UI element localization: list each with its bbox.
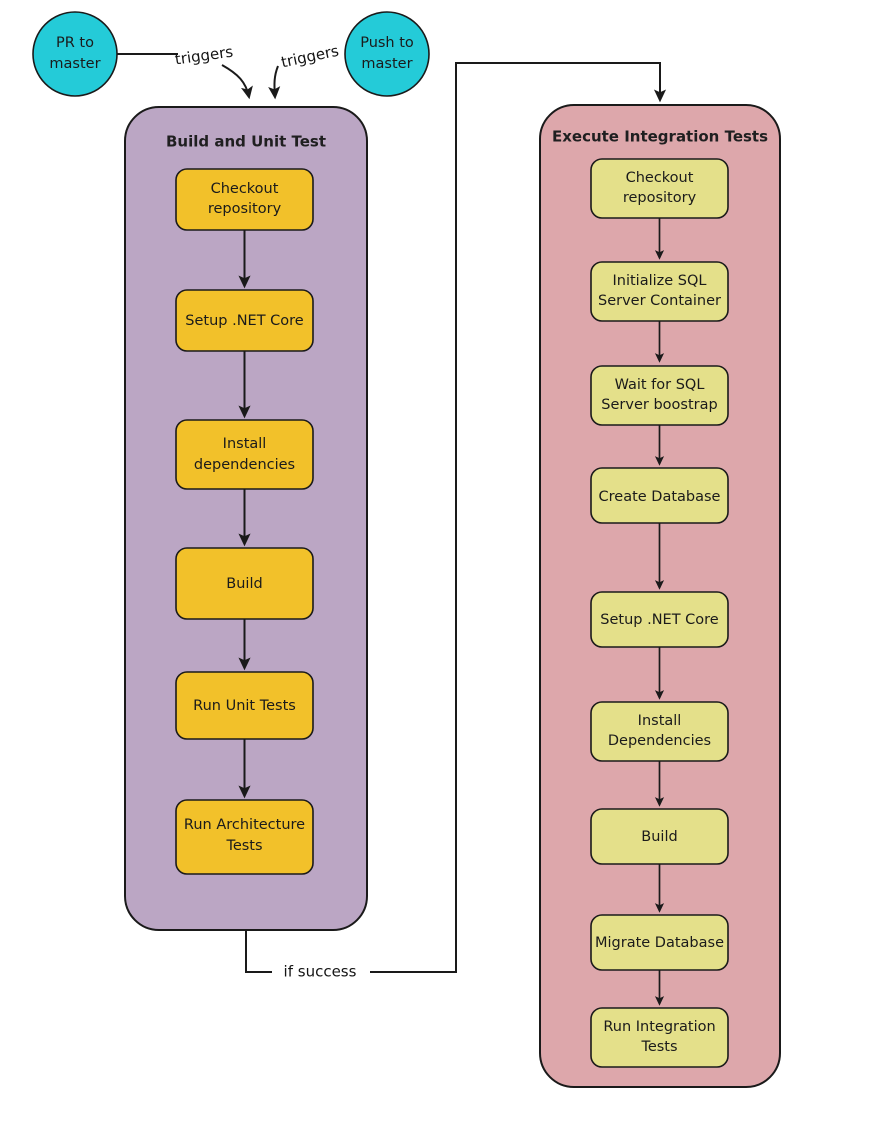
node-wait-for-sql-server-boostrap[interactable]: Wait for SQL Server boostrap — [590, 365, 729, 426]
node-label-line1: Wait for SQL — [615, 377, 705, 393]
edge-label-triggers-pr: triggers — [174, 42, 235, 68]
node-build[interactable]: Build — [175, 547, 314, 620]
node-label-line2: repository — [623, 190, 697, 206]
node-initialize-sql-server-container[interactable]: Initialize SQL Server Container — [590, 261, 729, 322]
node-label-line1: Build — [226, 576, 262, 592]
node-label-line1: Initialize SQL — [613, 273, 707, 289]
node-label-line1: Create Database — [599, 489, 721, 505]
trigger-label-line1: PR to — [56, 35, 94, 51]
node-label-line1: Migrate Database — [595, 935, 724, 951]
node-label-line2: Tests — [225, 838, 262, 854]
trigger-label-line2: master — [361, 56, 412, 72]
node-label-line1: Install — [638, 713, 682, 729]
node-migrate-database[interactable]: Migrate Database — [590, 914, 729, 971]
node-label-line1: Run Integration — [603, 1019, 715, 1035]
subgraph-build-title: Build and Unit Test — [166, 133, 326, 151]
node-shape — [590, 261, 729, 322]
node-setup-dotnet-core-2[interactable]: Setup .NET Core — [590, 591, 729, 648]
node-label-line1: Setup .NET Core — [600, 612, 719, 628]
subgraph-build-and-unit-test: Build and Unit Test Checkout repository … — [124, 106, 368, 931]
node-shape — [590, 701, 729, 762]
node-checkout-repository-2[interactable]: Checkout repository — [590, 158, 729, 219]
node-label-line1: Run Architecture — [184, 817, 305, 833]
connector-if-success: if success — [245, 62, 667, 981]
node-shape — [175, 419, 314, 490]
node-label-line2: Tests — [640, 1039, 677, 1055]
subgraph-execute-integration-tests: Execute Integration Tests Checkout repos… — [539, 104, 781, 1088]
trigger-label-line1: Push to — [360, 35, 414, 51]
trigger-circle — [32, 11, 118, 97]
node-install-dependencies[interactable]: Install dependencies — [175, 419, 314, 490]
node-create-database[interactable]: Create Database — [590, 467, 729, 524]
connector-label: if success — [284, 963, 357, 981]
trigger-circle — [344, 11, 430, 97]
edge-pr-to-build — [221, 64, 253, 100]
node-run-unit-tests[interactable]: Run Unit Tests — [175, 671, 314, 740]
edge-label-triggers-push: triggers — [279, 42, 340, 72]
connector-segment-left — [245, 930, 272, 973]
trigger-label-line2: master — [49, 56, 100, 72]
node-shape — [175, 168, 314, 231]
connector-segment-right — [370, 62, 667, 973]
node-shape — [590, 158, 729, 219]
node-shape — [175, 799, 314, 875]
node-shape — [590, 1007, 729, 1068]
node-label-line1: Install — [223, 436, 267, 452]
node-label-line1: Build — [641, 829, 677, 845]
node-label-line2: dependencies — [194, 457, 295, 473]
node-shape — [590, 365, 729, 426]
node-label-line1: Setup .NET Core — [185, 313, 304, 329]
trigger-pr-to-master[interactable]: PR to master — [32, 11, 118, 97]
node-label-line1: Checkout — [626, 170, 694, 186]
trigger-push-to-master[interactable]: Push to master — [344, 11, 430, 97]
node-install-dependencies-2[interactable]: Install Dependencies — [590, 701, 729, 762]
node-label-line2: Server Container — [598, 293, 721, 309]
node-label-line2: Dependencies — [608, 733, 711, 749]
node-run-architecture-tests[interactable]: Run Architecture Tests — [175, 799, 314, 875]
edge-push-to-build — [268, 65, 281, 100]
node-build-2[interactable]: Build — [590, 808, 729, 865]
node-label-line2: Server boostrap — [601, 397, 717, 413]
node-label-line1: Checkout — [211, 181, 279, 197]
node-run-integration-tests[interactable]: Run Integration Tests — [590, 1007, 729, 1068]
node-label-line1: Run Unit Tests — [193, 698, 296, 714]
node-label-line2: repository — [208, 201, 282, 217]
subgraph-integration-title: Execute Integration Tests — [552, 128, 768, 146]
node-checkout-repository[interactable]: Checkout repository — [175, 168, 314, 231]
node-setup-dotnet-core[interactable]: Setup .NET Core — [175, 289, 314, 352]
